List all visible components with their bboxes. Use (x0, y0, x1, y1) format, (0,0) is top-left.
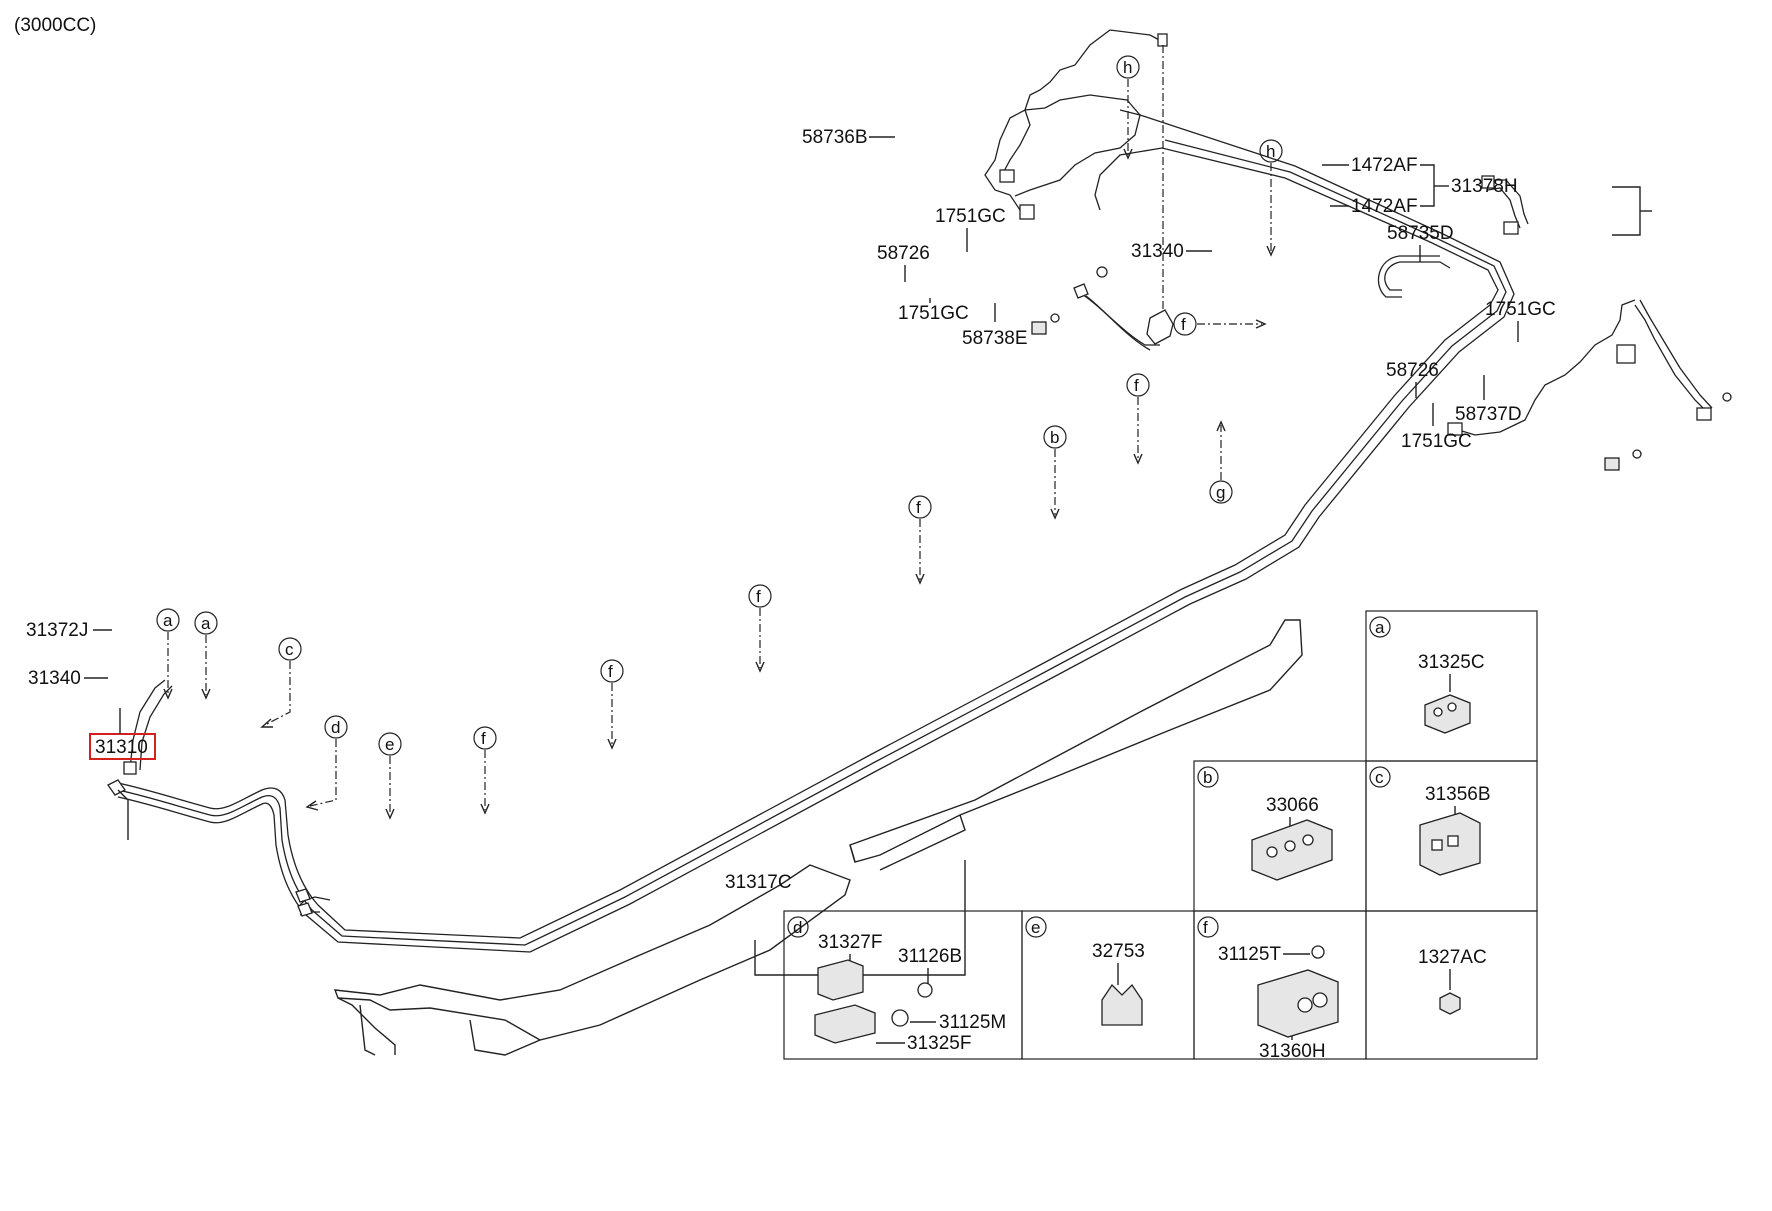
svg-text:d: d (793, 918, 802, 937)
callout-a2[interactable]: a (194, 611, 218, 700)
callout-d1[interactable]: d (305, 715, 348, 811)
rear-brake-line-left (984, 29, 1168, 220)
svg-text:f: f (1181, 315, 1186, 334)
svg-text:e: e (1031, 918, 1040, 937)
legend-d-part2: 31126B (898, 946, 962, 967)
legend-d-part3: 31125M (939, 1012, 1006, 1033)
label-31378H[interactable]: 31378H (1451, 176, 1518, 197)
label-31340-top[interactable]: 31340 (1131, 241, 1184, 262)
legend-c[interactable]: c 31356B (1369, 766, 1491, 876)
label-58738E[interactable]: 58738E (962, 328, 1028, 349)
callout-h1[interactable]: h (1116, 55, 1140, 160)
legend-f-part2: 31360H (1259, 1041, 1326, 1062)
svg-text:d: d (331, 718, 340, 737)
legend-b[interactable]: b 33066 (1197, 766, 1333, 881)
bushing-31125M-icon (891, 1009, 909, 1027)
bolt-58726-right (1604, 457, 1620, 471)
line-fitting (1157, 33, 1168, 47)
filler-hose (107, 679, 173, 840)
callout-e1[interactable]: e (378, 732, 402, 820)
label-58735D[interactable]: 58735D (1387, 223, 1454, 244)
svg-text:a: a (163, 611, 173, 630)
legend-grid (783, 610, 1538, 1060)
legend-b-part: 33066 (1266, 795, 1319, 816)
label-58726-right[interactable]: 58726 (1386, 360, 1439, 381)
callout-f5[interactable]: f (600, 659, 624, 750)
svg-text:a: a (201, 614, 211, 633)
label-1751GC-mid[interactable]: 1751GC (898, 303, 969, 324)
engine-variant-title: (3000CC) (14, 15, 96, 36)
svg-text:f: f (1134, 376, 1139, 395)
clip-32753-icon (1101, 983, 1143, 1026)
rear-brake-line-right (1447, 299, 1732, 471)
label-31340-left[interactable]: 31340 (28, 668, 81, 689)
label-1751GC-right[interactable]: 1751GC (1485, 299, 1556, 320)
brake-hose-58738E (1031, 266, 1174, 351)
clip-31325F-icon (814, 1004, 876, 1044)
label-31310[interactable]: 31310 (95, 737, 148, 758)
legend-d-part1: 31327F (818, 932, 882, 953)
label-1472AF-a[interactable]: 1472AF (1351, 155, 1418, 176)
svg-text:f: f (608, 662, 613, 681)
callout-b1[interactable]: b (1043, 425, 1067, 520)
label-31317C[interactable]: 31317C (725, 872, 792, 893)
legend-a-part: 31325C (1418, 652, 1485, 673)
callout-f1[interactable]: f (1173, 312, 1267, 336)
legend-d[interactable]: d 31327F 31126B 31125M 31325F (787, 916, 1006, 1054)
legend-d-part4: 31325F (907, 1033, 971, 1054)
legend-a[interactable]: a 31325C (1369, 616, 1485, 734)
label-1472AF-b[interactable]: 1472AF (1351, 196, 1418, 217)
tube-31340-top (1384, 261, 1451, 291)
callout-f4[interactable]: f (748, 584, 772, 673)
bolt-58726 (1031, 321, 1047, 335)
legend-c-part: 31356B (1425, 784, 1491, 805)
callout-c1[interactable]: c (260, 637, 302, 728)
svg-text:f: f (1203, 918, 1208, 937)
svg-text:a: a (1375, 618, 1385, 637)
svg-text:h: h (1123, 58, 1132, 77)
label-31372J[interactable]: 31372J (26, 620, 88, 641)
svg-text:e: e (385, 735, 394, 754)
svg-text:b: b (1203, 768, 1212, 787)
clip-31325C-icon (1424, 694, 1471, 734)
legend-nut-part: 1327AC (1418, 947, 1487, 968)
callout-f6[interactable]: f (473, 726, 497, 815)
main-fuel-lines (117, 109, 1515, 953)
svg-text:f: f (756, 587, 761, 606)
label-1751GC-top[interactable]: 1751GC (935, 206, 1006, 227)
bushing-31126B-icon (917, 982, 933, 998)
svg-text:h: h (1266, 142, 1275, 161)
svg-text:c: c (1375, 768, 1384, 787)
svg-text:c: c (285, 640, 294, 659)
callout-a1[interactable]: a (156, 608, 180, 700)
svg-text:b: b (1050, 428, 1059, 447)
highlight-box-31310 (89, 733, 156, 760)
legend-nut[interactable]: 1327AC (1418, 947, 1487, 1015)
clip-31327F-icon (817, 959, 864, 1001)
label-1751GC-bot[interactable]: 1751GC (1401, 431, 1472, 452)
callout-h2[interactable]: h (1259, 139, 1283, 257)
nut-1327AC-icon (1439, 992, 1461, 1015)
label-58726-top[interactable]: 58726 (877, 243, 930, 264)
frame-rail-31317C (333, 619, 1303, 1056)
legend-e[interactable]: e 32753 (1025, 916, 1145, 1026)
hose-31378H (1481, 175, 1652, 236)
label-58737D[interactable]: 58737D (1455, 404, 1522, 425)
callout-g1[interactable]: g (1209, 420, 1233, 504)
bracket-58735D (1616, 344, 1636, 364)
callout-f3[interactable]: f (908, 495, 932, 585)
legend-f-part1: 31125T (1218, 944, 1281, 965)
svg-text:g: g (1216, 483, 1225, 502)
svg-text:f: f (916, 498, 921, 517)
legend-e-part: 32753 (1092, 941, 1145, 962)
callout-f2[interactable]: f (1126, 373, 1150, 465)
legend-f[interactable]: f 31125T 31360H (1197, 916, 1339, 1062)
svg-text:f: f (481, 729, 486, 748)
label-58736B[interactable]: 58736B (802, 127, 868, 148)
